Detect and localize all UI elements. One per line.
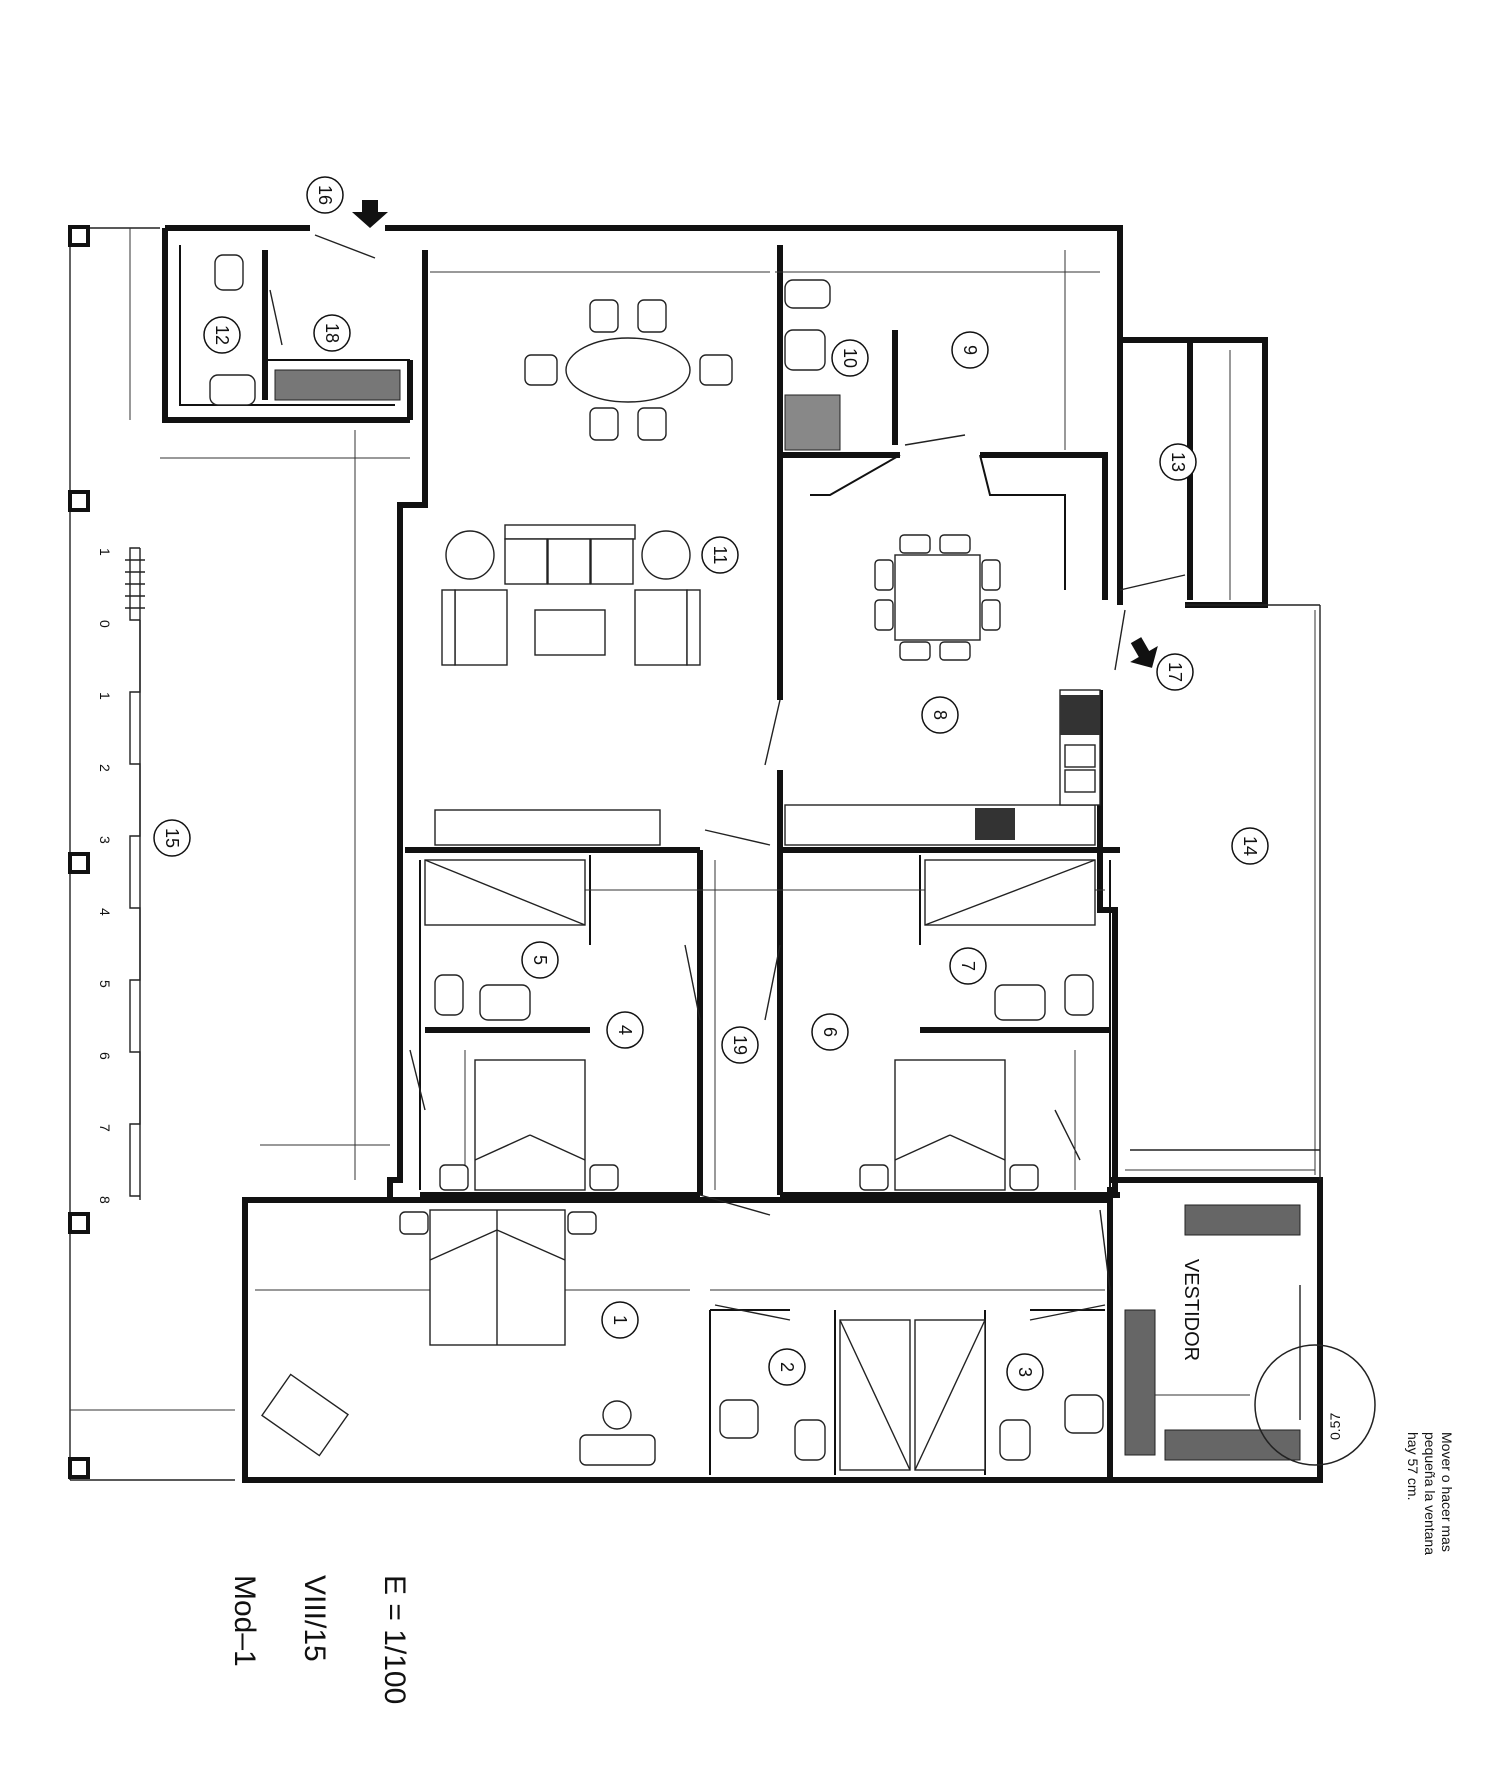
- svg-text:19: 19: [730, 1035, 750, 1055]
- room-marker-16: 16: [306, 176, 344, 214]
- bedroom-6-bed: [859, 1059, 1039, 1191]
- room-marker-18: 18: [313, 314, 351, 352]
- svg-text:14: 14: [1240, 836, 1260, 856]
- room-marker-2: 2: [768, 1348, 806, 1386]
- entrance-arrows: [352, 200, 1158, 668]
- room-marker-10: 10: [831, 339, 869, 377]
- sofa-set-11: [434, 524, 701, 846]
- window-callout: 0.57: [1254, 1344, 1376, 1466]
- entrance-arrow-icon: [352, 200, 388, 228]
- svg-text:4: 4: [615, 1025, 635, 1035]
- annotation-note: Mover o hacer mas pequeña la ventana hay…: [1405, 1432, 1455, 1555]
- room-marker-9: 9: [951, 331, 989, 369]
- svg-text:3: 3: [1015, 1367, 1035, 1377]
- svg-text:2: 2: [777, 1362, 797, 1372]
- scale-tick: 0: [97, 620, 113, 628]
- room-markers: 1 2 3 4 5 6 7 8 9 10 11 12 13 14 15 16 1…: [153, 176, 1269, 1391]
- note-line-2: pequeña la ventana: [1422, 1432, 1438, 1555]
- revision-label: Mod–1: [228, 1575, 261, 1667]
- terrace-outline: [68, 225, 235, 1481]
- svg-text:1: 1: [610, 1315, 630, 1325]
- bedroom-4-bed: [439, 1059, 619, 1191]
- room-marker-15: 15: [153, 819, 191, 857]
- room-marker-17: 17: [1156, 653, 1194, 691]
- scale-tick: 5: [97, 980, 113, 988]
- room-marker-11: 11: [701, 536, 739, 574]
- room-marker-14: 14: [1231, 827, 1269, 865]
- kitchen-counter: [784, 689, 1101, 846]
- bathroom-5-7-fixtures: [424, 859, 1096, 1021]
- dining-table-11: [524, 299, 733, 441]
- scale-tick: 4: [97, 908, 113, 916]
- room-marker-5: 5: [521, 941, 559, 979]
- scale-label: E = 1/100: [378, 1575, 411, 1704]
- bedroom-1-furniture: [261, 1209, 656, 1466]
- scale-tick: 2: [97, 764, 113, 772]
- svg-text:8: 8: [930, 710, 950, 720]
- room-marker-4: 4: [606, 1011, 644, 1049]
- svg-text:12: 12: [212, 325, 232, 345]
- svg-text:17: 17: [1165, 662, 1185, 682]
- svg-text:16: 16: [315, 185, 335, 205]
- room-marker-8: 8: [921, 696, 959, 734]
- bathroom-10-fixtures: [784, 279, 841, 451]
- doors: [269, 234, 1186, 1321]
- svg-text:6: 6: [820, 1027, 840, 1037]
- bathroom-2-3-fixtures: [719, 1319, 1104, 1471]
- title-block: E = 1/100 VIII/15 Mod–1: [228, 1575, 411, 1704]
- room-marker-13: 13: [1159, 443, 1197, 481]
- interior-walls: [245, 245, 1193, 1475]
- vestidor-label: VESTIDOR: [1180, 1259, 1202, 1361]
- scale-tick: 1: [97, 548, 113, 556]
- room-marker-6: 6: [811, 1013, 849, 1051]
- svg-text:13: 13: [1168, 452, 1188, 472]
- scale-tick-labels: 1 0 1 2 3 4 5 6 7 8: [97, 548, 113, 1204]
- scale-tick: 3: [97, 836, 113, 844]
- terrace-13-14: [1130, 604, 1321, 1180]
- callout-value: 0.57: [1327, 1413, 1343, 1440]
- svg-text:7: 7: [958, 961, 978, 971]
- svg-text:15: 15: [162, 828, 182, 848]
- room-marker-3: 3: [1006, 1353, 1044, 1391]
- scale-tick: 6: [97, 1052, 113, 1060]
- scale-tick: 1: [97, 692, 113, 700]
- room-marker-1: 1: [601, 1301, 639, 1339]
- scale-bar: [125, 547, 145, 1200]
- svg-text:11: 11: [710, 546, 730, 565]
- scale-tick: 7: [97, 1124, 113, 1132]
- exterior-walls: [162, 225, 1323, 1483]
- svg-text:5: 5: [530, 955, 550, 965]
- room-marker-7: 7: [949, 947, 987, 985]
- note-line-1: Mover o hacer mas: [1439, 1432, 1455, 1552]
- svg-text:9: 9: [960, 345, 980, 355]
- date-label: VIII/15: [298, 1575, 331, 1662]
- vestidor-closets: [1124, 1204, 1301, 1461]
- room-marker-12: 12: [203, 316, 241, 354]
- bathroom-12-fixtures: [209, 254, 401, 406]
- room-marker-19: 19: [721, 1026, 759, 1064]
- svg-text:10: 10: [840, 348, 860, 368]
- entrance-arrow-icon: [1130, 637, 1158, 668]
- svg-text:18: 18: [322, 323, 342, 343]
- kitchen-table-8: [874, 534, 1001, 661]
- note-line-3: hay 57 cm.: [1405, 1432, 1421, 1500]
- scale-tick: 8: [97, 1196, 113, 1204]
